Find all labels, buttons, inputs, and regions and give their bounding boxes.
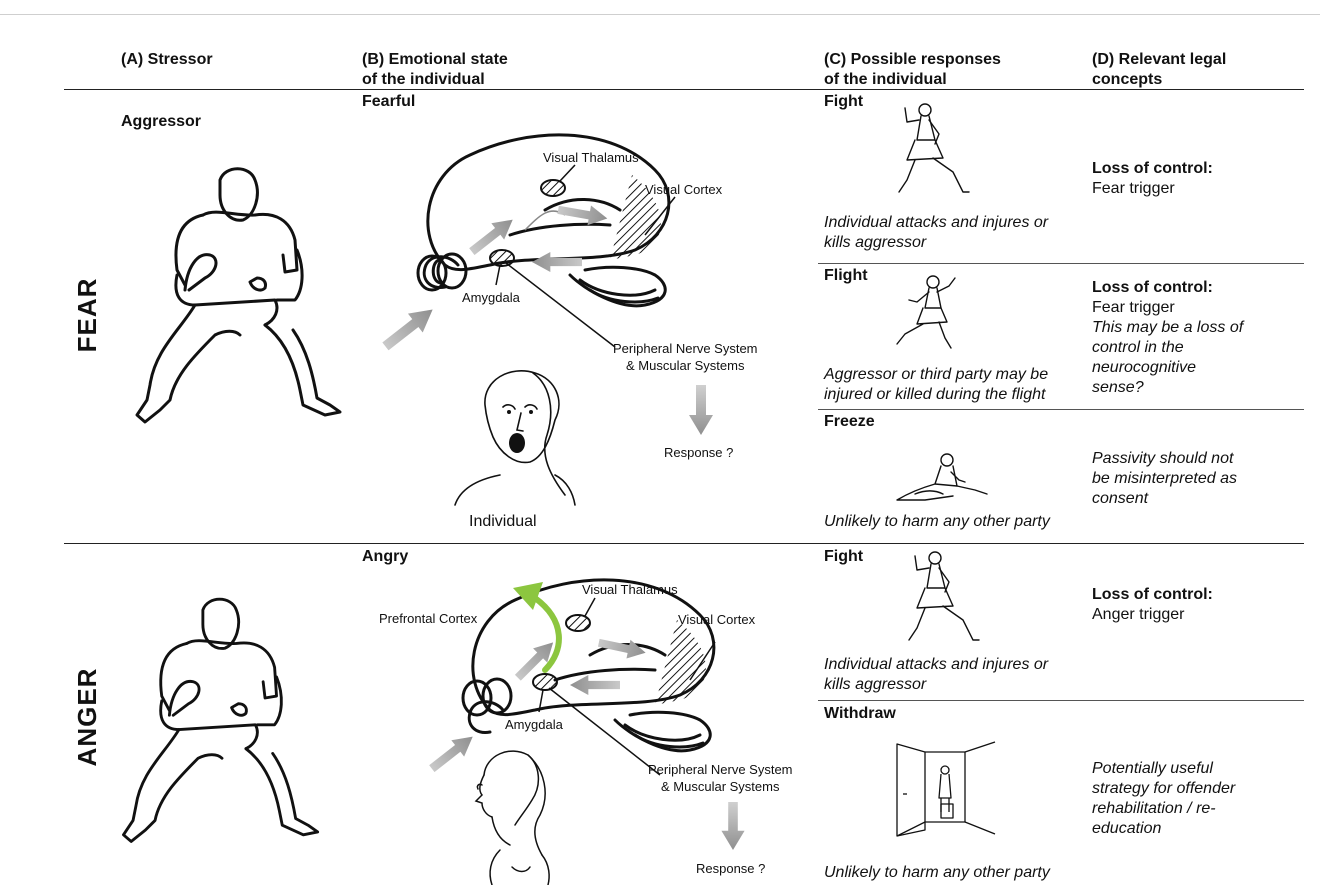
anger-response-fight-desc-line1: Individual attacks and injures or [824, 655, 1048, 675]
fear-legal-freeze-italic-2: be misinterpreted as [1092, 469, 1237, 489]
header-emotional-state: (B) Emotional state of the individual [362, 50, 508, 90]
anger-legal-withdraw-italic-4: education [1092, 819, 1235, 839]
row-label-fear: FEAR [72, 255, 106, 375]
header-possible-responses-line1: (C) Possible responses [824, 50, 1001, 70]
anger-response-withdraw-title: Withdraw [824, 704, 896, 724]
header-emotional-state-line2: of the individual [362, 70, 508, 90]
anger-legal-fight-normal: Anger trigger [1092, 605, 1213, 625]
response-arrow-fear [688, 385, 714, 435]
fear-response-flight-desc-line1: Aggressor or third party may be [824, 365, 1048, 385]
anger-legal-withdraw-italic-3: rehabilitation / re- [1092, 799, 1235, 819]
header-possible-responses-line2: of the individual [824, 70, 1001, 90]
anger-legal-withdraw-italic-1: Potentially useful [1092, 759, 1235, 779]
label-visual-thalamus-anger: Visual Thalamus [582, 581, 678, 598]
fear-legal-flight-italic-3: neurocognitive [1092, 358, 1243, 378]
label-visual-cortex-anger: Visual Cortex [678, 611, 755, 628]
label-peripheral-fear-line1: Peripheral Nerve System [613, 340, 758, 357]
fear-response-flight-title: Flight [824, 266, 868, 286]
aggressor-illustration-anger [112, 590, 332, 850]
label-peripheral-fear-line2: & Muscular Systems [613, 357, 758, 374]
label-peripheral-fear: Peripheral Nerve System & Muscular Syste… [613, 340, 758, 374]
fear-legal-flight-italic-1: This may be a loss of [1092, 318, 1243, 338]
fearful-face-illustration [455, 365, 585, 505]
anger-legal-withdraw-italic-2: strategy for offender [1092, 779, 1235, 799]
fear-response-freeze-title: Freeze [824, 412, 875, 432]
fear-response-fight-desc: Individual attacks and injures or kills … [824, 213, 1048, 253]
anger-response-fight-title: Fight [824, 547, 863, 567]
anger-response-fight-desc-line2: kills aggressor [824, 675, 1048, 695]
freeze-figure-fear [895, 450, 990, 505]
fear-response-fight-desc-line2: kills aggressor [824, 233, 1048, 253]
label-individual: Individual [469, 512, 537, 532]
fear-legal-fight-bold: Loss of control: [1092, 159, 1213, 179]
top-border [0, 14, 1320, 15]
header-legal-concepts-line1: (D) Relevant legal [1092, 50, 1226, 70]
fear-legal-freeze-italic-3: consent [1092, 489, 1237, 509]
fear-response-fight-desc-line1: Individual attacks and injures or [824, 213, 1048, 233]
header-legal-concepts: (D) Relevant legal concepts [1092, 50, 1226, 90]
aggressor-illustration-fear [125, 160, 355, 430]
state-angry: Angry [362, 547, 408, 567]
label-response-fear: Response ? [664, 444, 733, 461]
flight-figure-fear [893, 272, 973, 352]
fear-anger-divider [64, 543, 1304, 544]
header-rule [64, 89, 1304, 90]
label-peripheral-anger-line1: Peripheral Nerve System [648, 761, 793, 778]
fear-legal-fight-normal: Fear trigger [1092, 179, 1213, 199]
header-possible-responses: (C) Possible responses of the individual [824, 50, 1001, 90]
label-prefrontal-cortex: Prefrontal Cortex [379, 610, 477, 627]
fear-legal-flight-bold: Loss of control: [1092, 278, 1243, 298]
anger-response-withdraw-desc: Unlikely to harm any other party [824, 863, 1050, 883]
anger-legal-fight-bold: Loss of control: [1092, 585, 1213, 605]
label-response-anger: Response ? [696, 860, 765, 877]
label-peripheral-anger: Peripheral Nerve System & Muscular Syste… [648, 761, 793, 795]
anger-legal-withdraw: Potentially useful strategy for offender… [1092, 759, 1235, 839]
label-visual-thalamus-fear: Visual Thalamus [543, 149, 639, 166]
stressor-label: Aggressor [121, 112, 201, 132]
fear-response-freeze-desc: Unlikely to harm any other party [824, 512, 1050, 532]
label-visual-cortex-fear: Visual Cortex [645, 181, 722, 198]
anger-fight-withdraw-divider [818, 700, 1304, 701]
fear-legal-flight-italic-2: control in the [1092, 338, 1243, 358]
fear-flight-freeze-divider [818, 409, 1304, 410]
header-legal-concepts-line2: concepts [1092, 70, 1226, 90]
fear-legal-freeze-italic-1: Passivity should not [1092, 449, 1237, 469]
fear-response-flight-desc-line2: injured or killed during the flight [824, 385, 1048, 405]
state-fearful: Fearful [362, 92, 415, 112]
fight-figure-anger [905, 548, 985, 648]
fear-legal-flight-italic-4: sense? [1092, 378, 1243, 398]
anger-response-fight-desc: Individual attacks and injures or kills … [824, 655, 1048, 695]
fear-legal-flight-normal: Fear trigger [1092, 298, 1243, 318]
fear-fight-flight-divider [818, 263, 1304, 264]
header-stressor: (A) Stressor [121, 50, 213, 70]
label-peripheral-anger-line2: & Muscular Systems [648, 778, 793, 795]
label-amygdala-fear: Amygdala [462, 289, 520, 306]
fear-legal-freeze: Passivity should not be misinterpreted a… [1092, 449, 1237, 509]
fight-figure-fear [895, 100, 975, 200]
fear-legal-flight: Loss of control: Fear trigger This may b… [1092, 278, 1243, 398]
withdraw-door-illustration [895, 742, 997, 836]
fear-legal-fight: Loss of control: Fear trigger [1092, 159, 1213, 199]
row-label-anger: ANGER [72, 657, 106, 777]
anger-legal-fight: Loss of control: Anger trigger [1092, 585, 1213, 625]
response-arrow-anger [720, 802, 746, 850]
fear-response-flight-desc: Aggressor or third party may be injured … [824, 365, 1048, 405]
label-amygdala-anger: Amygdala [505, 716, 563, 733]
fear-response-fight-title: Fight [824, 92, 863, 112]
header-emotional-state-line1: (B) Emotional state [362, 50, 508, 70]
angry-face-illustration [460, 745, 560, 885]
